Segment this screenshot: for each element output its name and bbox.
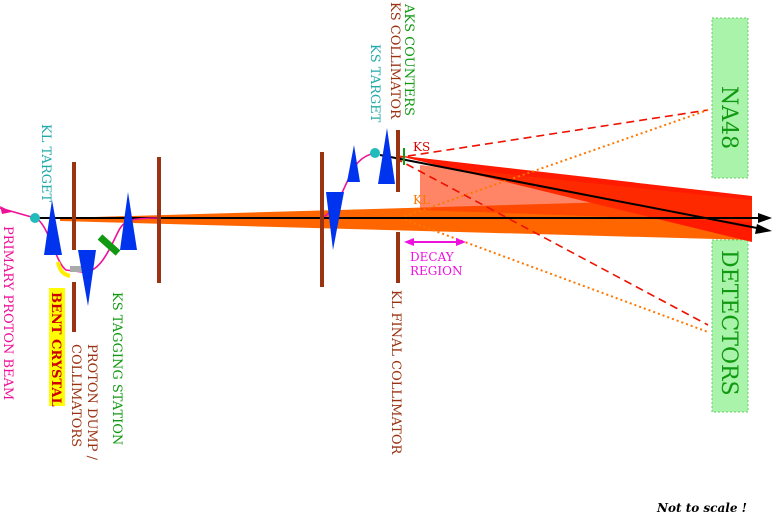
kl-cone-upper [399,109,709,219]
not-to-scale-note: Not to scale ! [656,501,747,515]
bent-crystal-shape [56,261,71,278]
ks-label: KS [413,140,430,154]
kl-label: KL [413,193,430,207]
ks-target-dot [370,148,380,158]
kl-target-dot [30,213,40,223]
ks-collimator-label: KS COLLIMATOR [387,2,402,120]
decay-region-arrow-left [404,238,414,246]
na48-box [711,17,749,179]
ks-target-label: KS TARGET [367,44,382,123]
bent-crystal-highlight [49,288,65,406]
magnet-5 [347,145,360,182]
magnet-6 [378,128,395,184]
magnet-3 [120,192,137,250]
proton-dump-label: PROTON DUMP / [84,344,99,461]
detectors-label: DETECTORS [716,250,741,396]
magnet-4 [326,192,344,250]
ks-tagging-label: KS TAGGING STATION [109,292,124,445]
decay-label: DECAY [410,250,455,264]
collimators-label: COLLIMATORS [68,344,83,447]
kl-target-label: KL TARGET [38,124,53,202]
bent-crystal-label: BENT CRYSTAL [48,292,63,407]
ks-cone-lower [394,157,709,326]
region-label: REGION [410,264,462,278]
ks-axis [379,154,763,230]
magnet-1 [44,200,62,255]
kl-axis-arrow [758,213,772,223]
primary-beam-label: PRIMARY PROTON BEAM [0,226,15,400]
detectors-box [711,239,749,413]
kl-final-collimator-label: KL FINAL COLLIMATOR [388,290,403,455]
na48-label: NA48 [716,86,741,149]
ks-axis-arrow [755,224,772,234]
crystal-block [70,266,84,272]
ks-tagging-station-shape [97,234,121,256]
aks-counters-label: AKS COUNTERS [401,3,416,116]
magnet-2 [78,250,96,306]
ks-cone-upper [394,109,709,159]
primary-beam-arrow [0,206,12,214]
decay-region-arrow-right [456,238,466,246]
